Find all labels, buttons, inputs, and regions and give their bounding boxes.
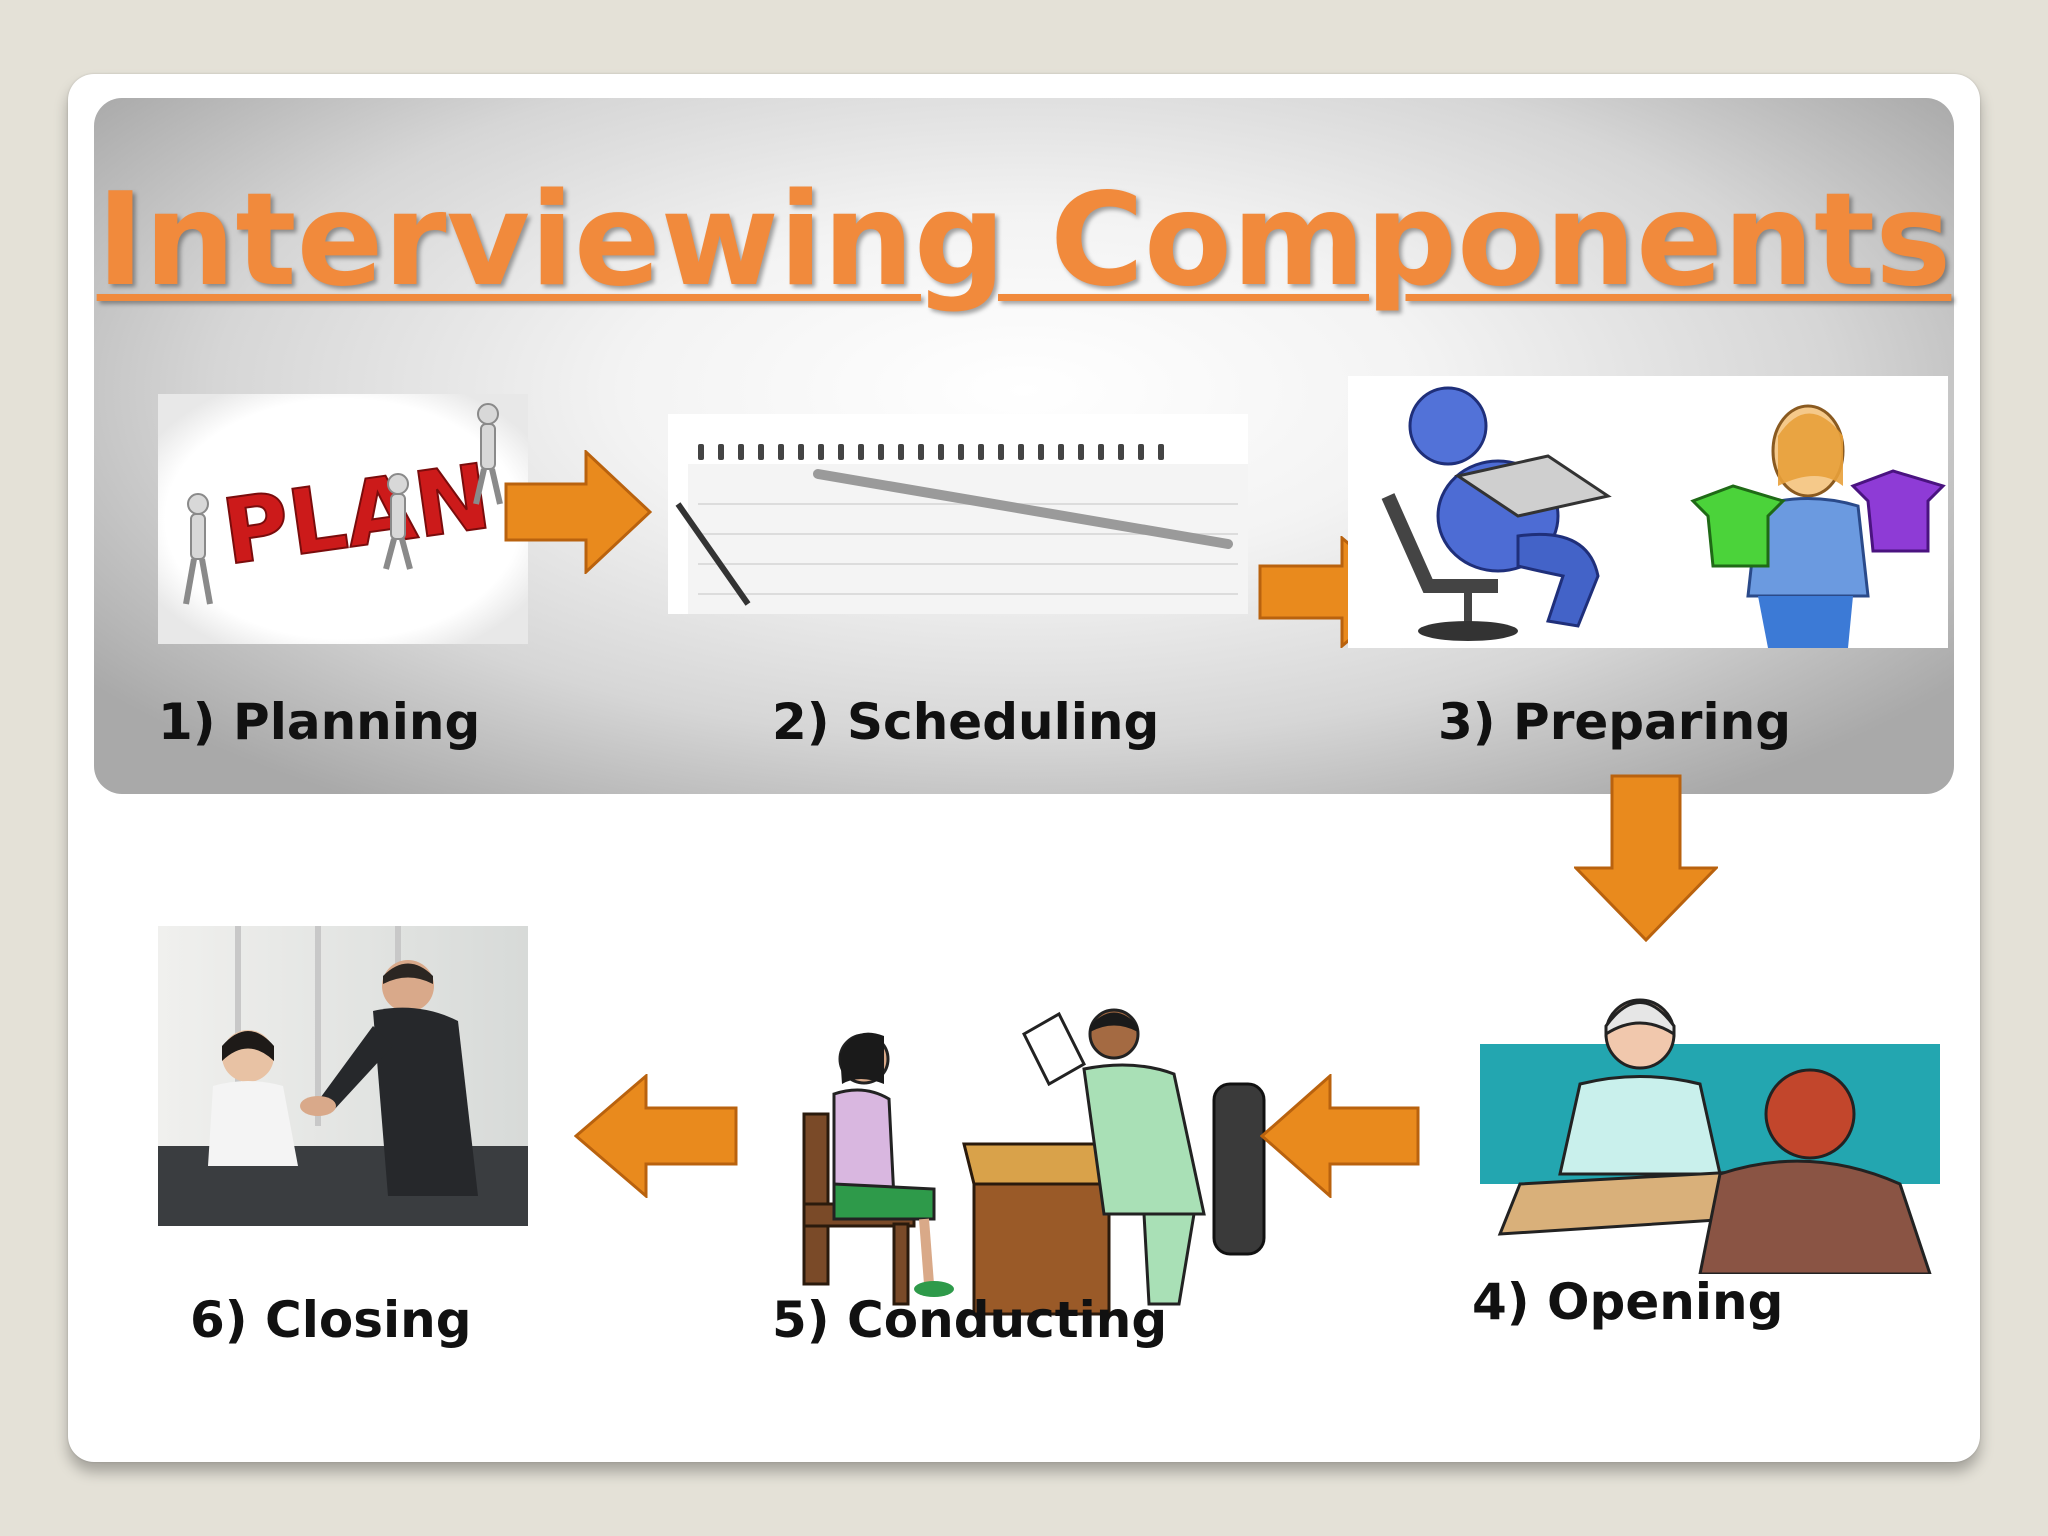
step-label-opening: 4) Opening [1472,1273,1784,1331]
calendar-image [668,414,1248,614]
opening-image [1460,974,1960,1274]
conducting-image [784,974,1284,1346]
plan-image: PLAN [158,394,528,644]
arrow-left-2-icon [1260,1074,1420,1198]
arrow-right-1-icon [504,450,652,574]
step-label-planning: 1) Planning [158,693,481,751]
arrow-down-icon [1574,774,1718,942]
handshake-image [158,926,528,1226]
preparing-image [1348,376,1948,648]
step-label-preparing: 3) Preparing [1438,693,1791,751]
step-label-conducting: 5) Conducting [772,1291,1168,1349]
slide-title: Interviewing Components [96,166,1952,315]
step-label-closing: 6) Closing [190,1291,472,1349]
step-label-scheduling: 2) Scheduling [772,693,1160,751]
arrow-left-1-icon [574,1074,738,1198]
slide: Interviewing Components PLAN [68,74,1980,1462]
